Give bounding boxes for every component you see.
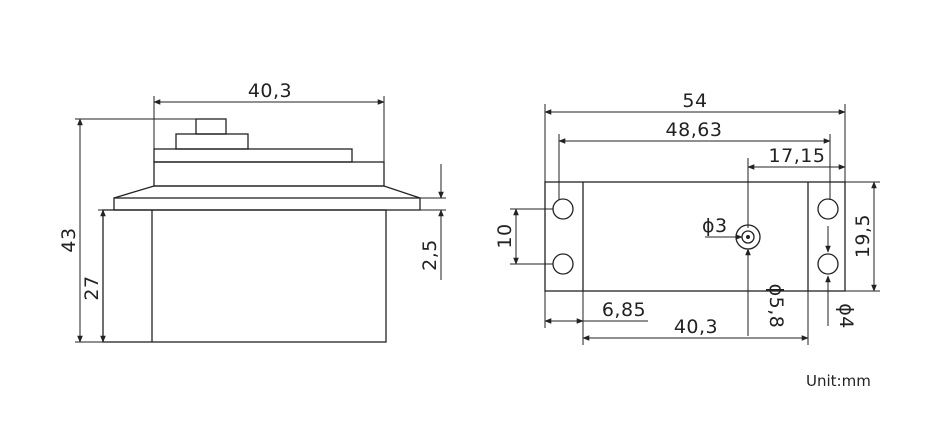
spline-dia-label: ϕ5,8 xyxy=(765,284,787,329)
output-boss xyxy=(175,133,249,150)
flange-edge-label: 6,85 xyxy=(602,299,646,321)
mounting-hole xyxy=(552,253,574,275)
total-height-label: 43 xyxy=(58,227,80,252)
shaft-offset-label: 17,15 xyxy=(769,145,826,167)
side-view: 40,3 43 27 2,5 xyxy=(58,80,446,343)
shaft-center xyxy=(746,235,750,239)
body-length-label: 40,3 xyxy=(674,316,718,338)
flange-taper xyxy=(113,185,421,199)
top-width-label: 19,5 xyxy=(852,214,874,258)
mounting-hole xyxy=(817,253,839,275)
hole-pitch-label: 10 xyxy=(494,223,516,248)
gear-cap xyxy=(153,148,353,163)
side-width-label: 40,3 xyxy=(248,80,292,102)
output-shaft xyxy=(195,118,227,135)
servo-body xyxy=(102,209,387,343)
unit-label: Unit:mm xyxy=(806,372,871,390)
mounting-flange xyxy=(113,197,421,211)
shaft-dia-label: ϕ3 xyxy=(702,215,728,237)
overall-length-label: 54 xyxy=(682,90,707,112)
hole-dia-label: ϕ4 xyxy=(835,303,857,329)
mounting-hole xyxy=(552,198,574,220)
hole-spacing-label: 48,63 xyxy=(666,119,723,141)
upper-case xyxy=(153,161,385,187)
top-view: 54 48,63 17,15 19,5 10 ϕ3 ϕ5,8 ϕ4 xyxy=(494,90,880,345)
body-height-label: 27 xyxy=(81,275,103,300)
flange-thickness-label: 2,5 xyxy=(419,239,441,271)
mounting-hole xyxy=(817,198,839,220)
top-outline xyxy=(544,181,846,292)
